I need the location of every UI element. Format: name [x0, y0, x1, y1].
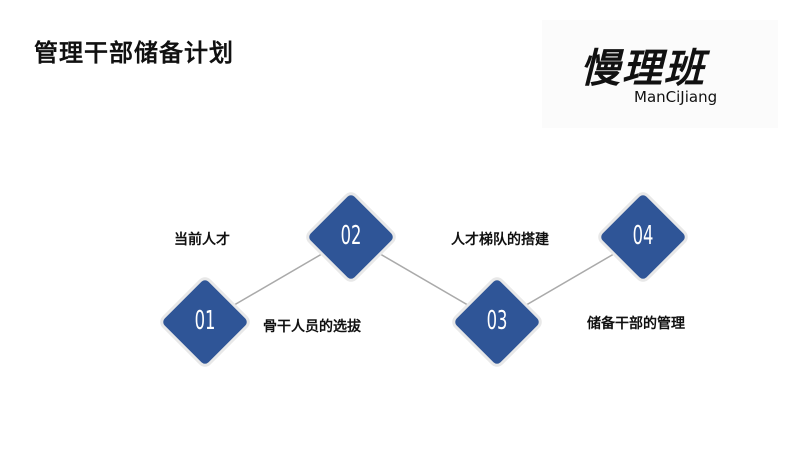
logo-english: ManCiJiang — [634, 88, 718, 106]
logo-chinese: 慢理班 — [580, 45, 706, 92]
step-number-2: 02 — [340, 221, 362, 251]
connector-line — [204, 236, 644, 323]
logo: 慢理班 ManCiJiang — [542, 20, 778, 128]
step-number-4: 04 — [632, 221, 654, 251]
step-number-1: 01 — [194, 306, 216, 336]
step-number-3: 03 — [486, 306, 508, 336]
step-label-1: 骨干人员的选拔 — [263, 319, 361, 335]
step-label-2: 当前人才 — [174, 232, 230, 248]
step-label-4: 人才梯队的搭建 — [451, 232, 549, 248]
step-label-3: 储备干部的管理 — [587, 316, 685, 332]
page-title: 管理干部储备计划 — [34, 39, 234, 67]
